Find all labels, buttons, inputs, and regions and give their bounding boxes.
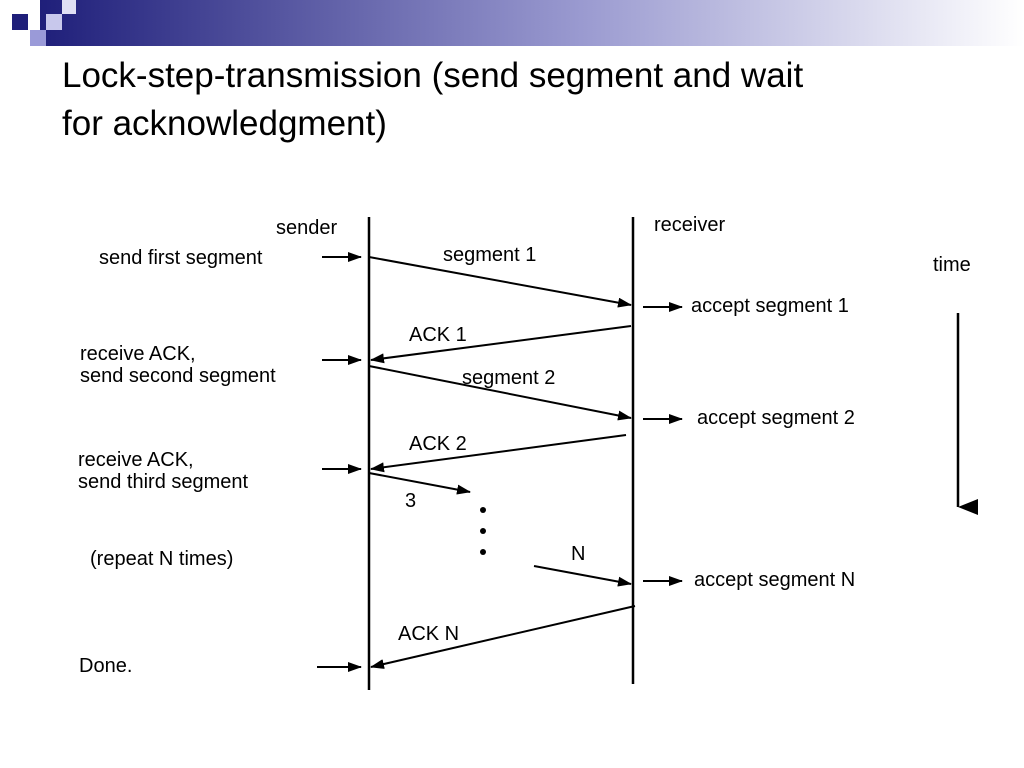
- header-band: [12, 0, 1024, 46]
- note-receive-ack-2: receive ACK,: [78, 449, 194, 471]
- note-send-first-segment: send first segment: [99, 247, 263, 269]
- note-send-second-segment: send second segment: [80, 365, 276, 387]
- slide-title-line-1: Lock-step-transmission (send segment and…: [62, 56, 804, 95]
- header-gradient-bar: [40, 0, 1024, 46]
- slide-title-line-2: for acknowledgment): [62, 104, 387, 143]
- message-label-segment-2: segment 2: [462, 367, 555, 389]
- ellipsis-dot-1: [480, 507, 486, 513]
- note-done: Done.: [79, 655, 132, 677]
- message-arrow-segment-1: [368, 256, 632, 308]
- message-arrow-ack-n: [370, 605, 636, 669]
- message-label-segment-3: 3: [405, 490, 416, 512]
- message-label-segment-n: N: [571, 543, 585, 565]
- message-label-ack-2: ACK 2: [409, 433, 467, 455]
- message-arrow-segment-n: [533, 565, 632, 587]
- header-square-light-2: [46, 14, 62, 30]
- message-arrow-ack-2: [370, 434, 627, 473]
- receiver-label: receiver: [654, 214, 725, 236]
- sender-label: sender: [276, 217, 337, 239]
- note-repeat-n-times: (repeat N times): [90, 548, 233, 570]
- header-square-light-3: [62, 0, 76, 14]
- ellipsis-dot-2: [480, 528, 486, 534]
- note-receive-ack-1: receive ACK,: [80, 343, 196, 365]
- message-label-segment-1: segment 1: [443, 244, 536, 266]
- ellipsis-dot-3: [480, 549, 486, 555]
- slide-title: Lock-step-transmission (send segment and…: [62, 52, 962, 148]
- note-accept-segment-1: accept segment 1: [691, 295, 849, 317]
- message-arrow-ack-1: [370, 325, 632, 364]
- note-accept-segment-n: accept segment N: [694, 569, 855, 591]
- header-square-dark: [12, 14, 28, 30]
- note-accept-segment-2: accept segment 2: [697, 407, 855, 429]
- message-label-ack-n: ACK N: [398, 623, 459, 645]
- time-label: time: [933, 254, 971, 276]
- header-square-light-1: [30, 30, 46, 46]
- message-arrow-segment-3: [368, 472, 471, 495]
- note-send-third-segment: send third segment: [78, 471, 249, 493]
- message-label-ack-1: ACK 1: [409, 324, 467, 346]
- message-arrow-segment-2: [368, 365, 632, 421]
